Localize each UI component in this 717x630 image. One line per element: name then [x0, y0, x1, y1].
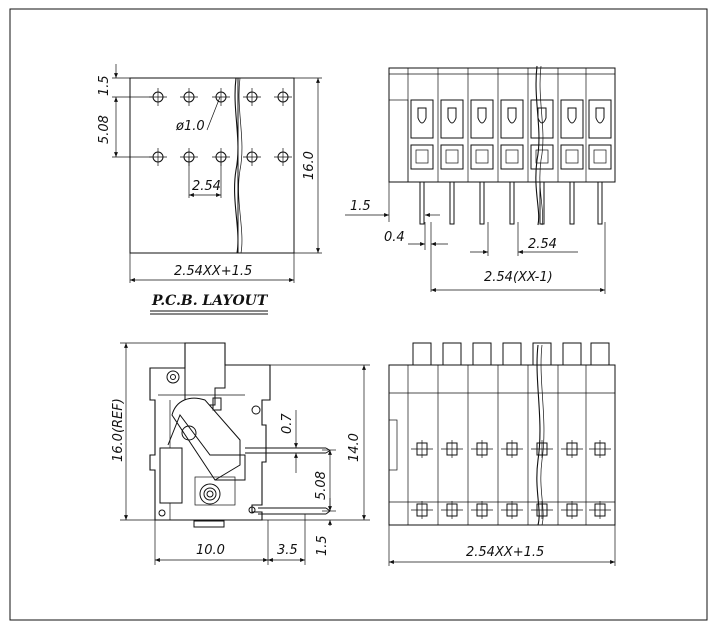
front-release-slot [500, 99, 524, 139]
front-wire-entry [440, 144, 464, 170]
front-dim-pin: 0.4 [384, 230, 405, 245]
bottom-button [502, 342, 522, 366]
pcb-hole-diameter: ø1.0 [175, 119, 205, 134]
bottom-button [590, 342, 610, 366]
front-dim-pitch: 2.54 [528, 237, 557, 252]
front-view: 1.5 0.4 2.54 2.54(XX-1) [345, 65, 616, 294]
side-dim-height: 14.0 [347, 433, 362, 462]
side-dim-bottom: 1.5 [315, 535, 330, 556]
front-release-slot [410, 99, 434, 139]
pcb-outline-right [237, 77, 295, 254]
front-pin [479, 181, 485, 225]
pcb-outline-left [129, 77, 239, 254]
side-dim-pin-gap: 5.08 [314, 471, 329, 500]
front-release-slot [530, 99, 554, 139]
pcb-dim-height: 16.0 [302, 151, 317, 180]
side-dim-pin-len: 3.5 [277, 543, 298, 558]
bottom-button [472, 342, 492, 366]
pcb-dim-pitch: 2.54 [192, 179, 221, 194]
side-dim-ref-height: 16.0(REF) [111, 398, 126, 462]
bottom-button [442, 342, 462, 366]
bottom-button [562, 342, 582, 366]
bottom-button [412, 342, 432, 366]
bottom-view: 2.54XX+1.5 [388, 342, 616, 566]
front-release-slot [560, 99, 584, 139]
pcb-layout-view: ø1.0 1.5 5.08 2.54 16.0 2.54XX+1.5 P.C.B… [97, 64, 322, 315]
pcb-dim-width: 2.54XX+1.5 [174, 264, 252, 279]
pcb-layout-caption: P.C.B. LAYOUT [151, 293, 269, 309]
front-wire-entry [500, 144, 524, 170]
front-pin [569, 181, 575, 225]
front-release-slot [440, 99, 464, 139]
front-wire-entry [560, 144, 584, 170]
front-pin [449, 181, 455, 225]
front-pin [419, 181, 425, 225]
front-wire-entry [530, 144, 554, 170]
front-release-slot [470, 99, 494, 139]
pcb-dim-top: 1.5 [97, 75, 112, 96]
bottom-button [532, 342, 552, 366]
front-dim-offset: 1.5 [350, 199, 371, 214]
side-view: 16.0(REF) 14.0 0.7 5.08 1.5 10.0 3.5 [111, 342, 370, 565]
bottom-dim-width: 2.54XX+1.5 [466, 545, 544, 560]
front-release-slot [588, 99, 612, 139]
front-wire-entry [470, 144, 494, 170]
side-dim-depth: 10.0 [196, 543, 225, 558]
drawing-frame [9, 8, 708, 621]
front-wire-entry [588, 144, 612, 170]
front-wire-entry [410, 144, 434, 170]
side-dim-pin-thk: 0.7 [280, 413, 295, 434]
pcb-break-line [234, 77, 239, 254]
front-dim-span: 2.54(XX-1) [484, 270, 553, 285]
pcb-dim-row: 5.08 [97, 115, 112, 144]
front-pin [597, 181, 603, 225]
front-pin [509, 181, 515, 225]
